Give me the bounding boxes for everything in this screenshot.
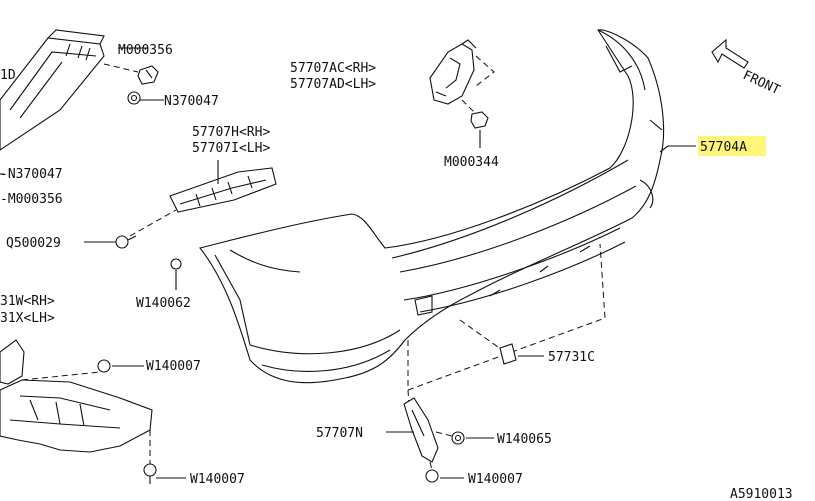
label-diagram-id: A5910013 bbox=[730, 487, 793, 501]
dashed-guide bbox=[435, 431, 453, 437]
label-front: FRONT bbox=[740, 68, 782, 98]
label-n370047-left: -N370047 bbox=[0, 167, 63, 182]
dashed-guide bbox=[461, 99, 479, 117]
clip-w140062 bbox=[170, 258, 182, 270]
highlight-57704a bbox=[698, 136, 766, 156]
dashed-guide bbox=[429, 461, 433, 471]
clip-w140007-bottom bbox=[425, 469, 439, 483]
rear-bumper-cover bbox=[199, 29, 665, 384]
clip-q500029 bbox=[115, 235, 137, 249]
label-w140007-bottom-right: W140007 bbox=[468, 472, 523, 487]
label-q500029: Q500029 bbox=[6, 236, 61, 251]
label-n370047-top: N370047 bbox=[164, 94, 219, 109]
label-w140007-mid: W140007 bbox=[146, 359, 201, 374]
bolt-m000356-top bbox=[137, 65, 159, 85]
label-m000344: M000344 bbox=[444, 155, 499, 170]
bracket-57707n bbox=[403, 397, 439, 463]
dashed-guide bbox=[21, 371, 101, 381]
clip-w140007-left-low bbox=[143, 463, 157, 484]
label-31x-lh: 31X<LH> bbox=[0, 311, 55, 326]
label-m000356-top: M000356 bbox=[118, 43, 173, 58]
dashed-guide bbox=[459, 319, 506, 353]
dashed-guide bbox=[475, 55, 495, 87]
lower-left-bracket bbox=[0, 339, 153, 453]
label-w140065: W140065 bbox=[497, 432, 552, 447]
label-57707n: 57707N bbox=[316, 426, 363, 441]
label-57707ad: 57707AD<LH> bbox=[290, 77, 376, 92]
rear-reinforcement-beam bbox=[0, 29, 105, 151]
label-left-cut: 1D bbox=[0, 68, 16, 83]
label-57707i: 57707I<LH> bbox=[192, 141, 270, 156]
dashed-guide bbox=[129, 209, 177, 237]
bracket-57707h-i bbox=[169, 167, 277, 213]
label-m000356-left: -M000356 bbox=[0, 192, 63, 207]
cap-57731c bbox=[499, 343, 517, 365]
label-57731c: 57731C bbox=[548, 350, 595, 365]
label-57707ac: 57707AC<RH> bbox=[290, 61, 376, 76]
label-57704a: 57704A bbox=[700, 140, 747, 155]
clip-w140007-mid bbox=[97, 359, 111, 373]
label-31w-rh: 31W<RH> bbox=[0, 294, 55, 309]
front-arrow-icon bbox=[711, 38, 749, 69]
label-w140062: W140062 bbox=[136, 296, 191, 311]
leader-line bbox=[659, 145, 669, 153]
dashed-guide bbox=[103, 63, 139, 73]
bolt-m000344 bbox=[470, 111, 489, 129]
bracket-57707ac-ad bbox=[429, 39, 477, 105]
clip-w140065 bbox=[451, 431, 465, 445]
nut-n370047-top bbox=[127, 91, 141, 105]
label-57707h: 57707H<RH> bbox=[192, 125, 270, 140]
label-w140007-bottom-left: W140007 bbox=[190, 472, 245, 487]
